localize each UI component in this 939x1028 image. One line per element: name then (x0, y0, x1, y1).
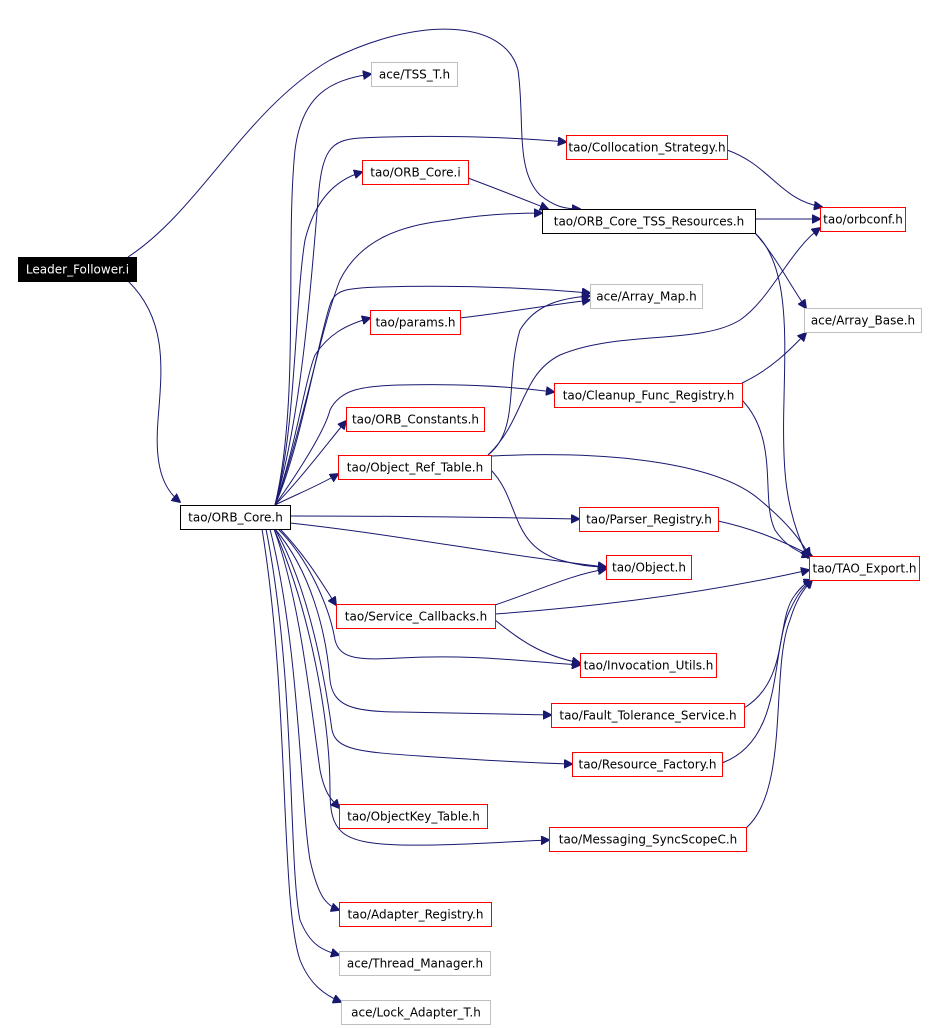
edge-object-ref-table-h-to-orbconf-h (487, 228, 820, 456)
node-array-map-h[interactable]: ace/Array_Map.h (590, 284, 703, 309)
node-label: tao/Parser_Registry.h (586, 513, 712, 527)
edge-orb-core-h-to-params-h (274, 318, 370, 506)
node-label: tao/Object.h (612, 561, 686, 575)
node-leader-follower-i[interactable]: Leader_Follower.i (18, 257, 137, 282)
node-thread-manager-h[interactable]: ace/Thread_Manager.h (339, 951, 491, 976)
node-label: tao/Fault_Tolerance_Service.h (559, 709, 736, 723)
edge-collocation-strategy-h-to-orbconf-h (726, 149, 822, 207)
node-label: tao/ObjectKey_Table.h (347, 810, 480, 824)
edge-params-h-to-array-map-h (459, 300, 590, 319)
edge-orb-core-h-to-service-callbacks-h (279, 528, 336, 605)
edge-orb-core-h-to-array-map-h (274, 285, 590, 506)
edge-orb-core-h-to-collocation-strategy-h (274, 135, 566, 506)
node-label: tao/Object_Ref_Table.h (347, 461, 483, 475)
node-service-callbacks-h[interactable]: tao/Service_Callbacks.h (336, 604, 496, 629)
edge-resource-factory-h-to-tao-export-h (721, 580, 812, 764)
node-orb-core-h[interactable]: tao/ORB_Core.h (180, 505, 291, 530)
node-label: tao/ORB_Core_TSS_Resources.h (554, 215, 745, 229)
edge-orb-core-h-to-object-h (289, 522, 606, 567)
nodes-layer: Leader_Follower.i tao/ORB_Core.h ace/TSS… (18, 62, 922, 1025)
node-label: tao/ORB_Core.i (370, 166, 460, 180)
edge-orb-core-tss-resources-h-to-array-base-h (754, 232, 806, 308)
edge-service-callbacks-h-to-object-h (494, 569, 606, 606)
edge-orb-core-h-to-adapter-registry-h (269, 528, 339, 910)
edge-orb-core-h-to-objectkey-table-h (273, 528, 339, 808)
edge-orb-core-h-to-lock-adapter-t-h (261, 528, 341, 1002)
node-label: tao/Collocation_Strategy.h (568, 141, 725, 155)
node-label: ace/TSS_T.h (379, 68, 450, 82)
edge-object-ref-table-h-to-array-map-h (487, 296, 590, 456)
edge-service-callbacks-h-to-invocation-utils-h (494, 619, 580, 663)
edge-orb-core-h-to-orb-constants-h (274, 421, 346, 506)
edge-cleanup-func-registry-h-to-array-base-h (741, 333, 806, 384)
edge-fault-tolerance-service-h-to-tao-export-h (743, 580, 812, 709)
node-label: tao/Resource_Factory.h (578, 758, 716, 772)
edge-orb-core-i-to-orb-core-tss-resources-h (467, 177, 548, 209)
edge-cleanup-func-registry-h-to-tao-export-h (741, 399, 810, 557)
node-label: tao/TAO_Export.h (813, 562, 917, 576)
node-label: tao/ORB_Core.h (188, 511, 283, 525)
node-label: tao/Adapter_Registry.h (348, 908, 484, 922)
edge-messaging-syncscopec-h-to-tao-export-h (745, 580, 812, 829)
edge-leader-follower-i-to-orb-core-h (127, 280, 180, 502)
node-label: tao/Cleanup_Func_Registry.h (563, 389, 735, 403)
node-orb-constants-h[interactable]: tao/ORB_Constants.h (346, 407, 485, 432)
edge-orb-core-h-to-orb-core-tss-resources-h (274, 213, 542, 506)
node-resource-factory-h[interactable]: tao/Resource_Factory.h (572, 752, 723, 777)
node-collocation-strategy-h[interactable]: tao/Collocation_Strategy.h (566, 135, 728, 160)
edge-orb-core-h-to-cleanup-func-registry-h (274, 384, 554, 506)
edge-service-callbacks-h-to-tao-export-h (494, 570, 809, 615)
edge-orb-core-h-to-orb-core-i (274, 172, 362, 506)
node-array-base-h[interactable]: ace/Array_Base.h (804, 308, 922, 333)
edges-layer (127, 28, 822, 1002)
node-orb-core-tss-resources-h[interactable]: tao/ORB_Core_TSS_Resources.h (542, 209, 756, 234)
node-messaging-syncscopec-h[interactable]: tao/Messaging_SyncScopeC.h (549, 827, 747, 852)
node-params-h[interactable]: tao/params.h (370, 310, 461, 335)
edge-orb-core-h-to-thread-manager-h (265, 528, 339, 955)
node-label: ace/Lock_Adapter_T.h (351, 1006, 481, 1020)
edge-orb-core-h-to-resource-factory-h (274, 528, 572, 764)
node-label: ace/Array_Base.h (811, 314, 915, 328)
node-label: tao/Service_Callbacks.h (345, 610, 487, 624)
node-tss-t-h[interactable]: ace/TSS_T.h (371, 62, 458, 87)
edge-orb-core-h-to-tss-t-h (274, 74, 371, 506)
node-cleanup-func-registry-h[interactable]: tao/Cleanup_Func_Registry.h (554, 383, 743, 408)
edge-orb-core-h-to-parser-registry-h (289, 516, 579, 519)
node-label: Leader_Follower.i (26, 263, 129, 277)
node-parser-registry-h[interactable]: tao/Parser_Registry.h (579, 507, 719, 532)
edge-object-ref-table-h-to-object-h (490, 469, 606, 567)
edge-parser-registry-h-to-tao-export-h (717, 520, 812, 556)
node-object-h[interactable]: tao/Object.h (606, 555, 692, 580)
node-invocation-utils-h[interactable]: tao/Invocation_Utils.h (580, 653, 717, 678)
node-tao-export-h[interactable]: tao/TAO_Export.h (809, 556, 920, 581)
node-label: tao/ORB_Constants.h (352, 413, 479, 427)
node-fault-tolerance-service-h[interactable]: tao/Fault_Tolerance_Service.h (551, 703, 745, 728)
node-label: tao/Invocation_Utils.h (584, 659, 714, 673)
edge-leader-follower-i-to-orb-core-tss-resources-h (127, 28, 580, 258)
edge-orb-core-tss-resources-h-to-tao-export-h (754, 232, 808, 558)
edge-orb-core-h-to-messaging-syncscopec-h (273, 528, 549, 846)
node-label: ace/Thread_Manager.h (347, 957, 483, 971)
node-label: tao/Messaging_SyncScopeC.h (559, 833, 738, 847)
node-label: tao/orbconf.h (823, 213, 903, 227)
node-lock-adapter-t-h[interactable]: ace/Lock_Adapter_T.h (341, 1000, 491, 1025)
node-objectkey-table-h[interactable]: tao/ObjectKey_Table.h (339, 804, 488, 829)
node-adapter-registry-h[interactable]: tao/Adapter_Registry.h (339, 902, 492, 927)
node-label: tao/params.h (375, 316, 455, 330)
edge-orb-core-h-to-object-ref-table-h (274, 474, 338, 506)
node-orbconf-h[interactable]: tao/orbconf.h (820, 207, 906, 232)
edge-orb-core-h-to-fault-tolerance-service-h (274, 528, 551, 715)
edge-orb-core-h-to-invocation-utils-h (277, 528, 580, 665)
node-label: ace/Array_Map.h (596, 290, 696, 304)
node-orb-core-i[interactable]: tao/ORB_Core.i (362, 160, 469, 185)
edge-object-ref-table-h-to-tao-export-h (490, 454, 810, 556)
node-object-ref-table-h[interactable]: tao/Object_Ref_Table.h (338, 455, 492, 480)
